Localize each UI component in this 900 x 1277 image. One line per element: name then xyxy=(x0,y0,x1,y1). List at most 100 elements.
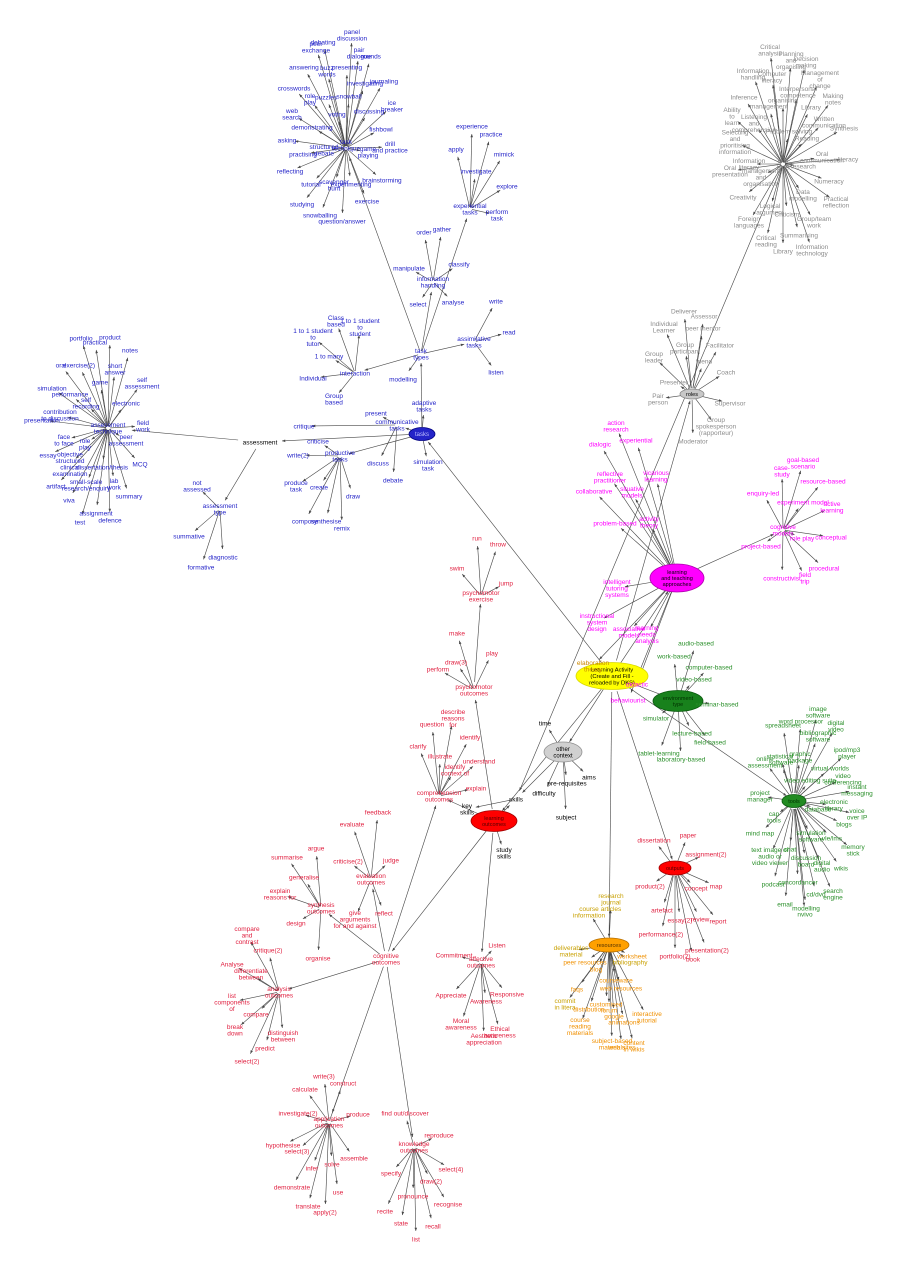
svg-text:specify: specify xyxy=(381,1170,402,1177)
svg-text:software: software xyxy=(769,759,794,766)
svg-text:demonstrating: demonstrating xyxy=(291,124,333,131)
svg-text:organise: organise xyxy=(306,955,331,962)
svg-text:use: use xyxy=(333,1189,344,1196)
svg-text:laboratory-based: laboratory-based xyxy=(657,756,706,763)
svg-text:snowballing: snowballing xyxy=(303,212,337,219)
svg-text:investigate: investigate xyxy=(460,168,491,175)
svg-text:defence: defence xyxy=(98,517,122,524)
svg-text:Facilitator: Facilitator xyxy=(706,342,735,349)
svg-text:read: read xyxy=(502,329,515,336)
svg-text:blog: blog xyxy=(590,966,603,973)
svg-text:calculate: calculate xyxy=(292,1086,318,1093)
svg-text:gather: gather xyxy=(433,226,452,233)
svg-text:Appreciate: Appreciate xyxy=(435,992,466,999)
svg-text:crosswords: crosswords xyxy=(278,85,312,92)
svg-text:pre-requisites: pre-requisites xyxy=(547,780,587,787)
svg-text:Coach: Coach xyxy=(717,369,736,376)
svg-text:answering: answering xyxy=(289,64,319,71)
svg-text:state: state xyxy=(394,1220,408,1227)
svg-text:criticise: criticise xyxy=(307,438,329,445)
svg-text:peer mentor: peer mentor xyxy=(685,325,721,332)
svg-text:constructivist: constructivist xyxy=(763,575,801,582)
svg-text:select(4): select(4) xyxy=(439,1166,464,1173)
svg-text:summary: summary xyxy=(116,493,143,500)
svg-text:case-study: case-study xyxy=(774,465,790,479)
svg-text:presentation(2): presentation(2) xyxy=(685,947,729,954)
svg-text:reproduce: reproduce xyxy=(424,1132,454,1139)
svg-text:nvivo: nvivo xyxy=(797,911,813,918)
svg-text:collaborative: collaborative xyxy=(576,488,613,495)
svg-text:report: report xyxy=(710,918,727,925)
svg-text:assemble: assemble xyxy=(340,1155,368,1162)
svg-text:experience: experience xyxy=(456,123,488,130)
svg-text:experiential: experiential xyxy=(619,437,653,444)
svg-text:game: game xyxy=(92,379,109,386)
svg-text:argue: argue xyxy=(308,845,325,852)
svg-text:critique(2): critique(2) xyxy=(254,947,283,954)
svg-text:field-based: field-based xyxy=(694,739,726,746)
svg-text:practice: practice xyxy=(480,131,503,138)
svg-text:understand: understand xyxy=(463,758,496,765)
svg-text:manipulate: manipulate xyxy=(393,265,425,272)
svg-text:apply: apply xyxy=(448,146,464,153)
svg-text:practical: practical xyxy=(83,339,108,346)
svg-text:select(3): select(3) xyxy=(285,1148,310,1155)
svg-text:identify: identify xyxy=(460,734,481,741)
svg-text:interaction: interaction xyxy=(340,370,370,377)
svg-text:draw(3): draw(3) xyxy=(445,659,467,666)
svg-text:select(2): select(2) xyxy=(235,1058,260,1065)
svg-text:write(3): write(3) xyxy=(312,1073,335,1080)
svg-text:Library: Library xyxy=(801,104,822,111)
svg-text:spreadsheet: spreadsheet xyxy=(765,722,801,729)
svg-text:literacy: literacy xyxy=(838,156,859,163)
svg-text:essay: essay xyxy=(40,452,58,459)
svg-text:exercise: exercise xyxy=(355,198,380,205)
svg-text:construct: construct xyxy=(330,1080,357,1087)
svg-text:difficulty: difficulty xyxy=(532,790,556,797)
svg-text:clarify: clarify xyxy=(410,743,428,750)
svg-text:throw: throw xyxy=(490,541,506,548)
svg-text:outputs: outputs xyxy=(666,866,684,872)
svg-text:performance: performance xyxy=(52,391,89,398)
svg-text:diagnostic: diagnostic xyxy=(208,554,238,561)
svg-text:behaviourist: behaviourist xyxy=(610,697,645,704)
svg-text:time: time xyxy=(539,720,552,727)
svg-text:virtual worlds: virtual worlds xyxy=(811,765,850,772)
svg-text:select: select xyxy=(410,301,427,308)
svg-text:apply(2): apply(2) xyxy=(313,1209,336,1216)
svg-text:faqs: faqs xyxy=(571,986,584,993)
